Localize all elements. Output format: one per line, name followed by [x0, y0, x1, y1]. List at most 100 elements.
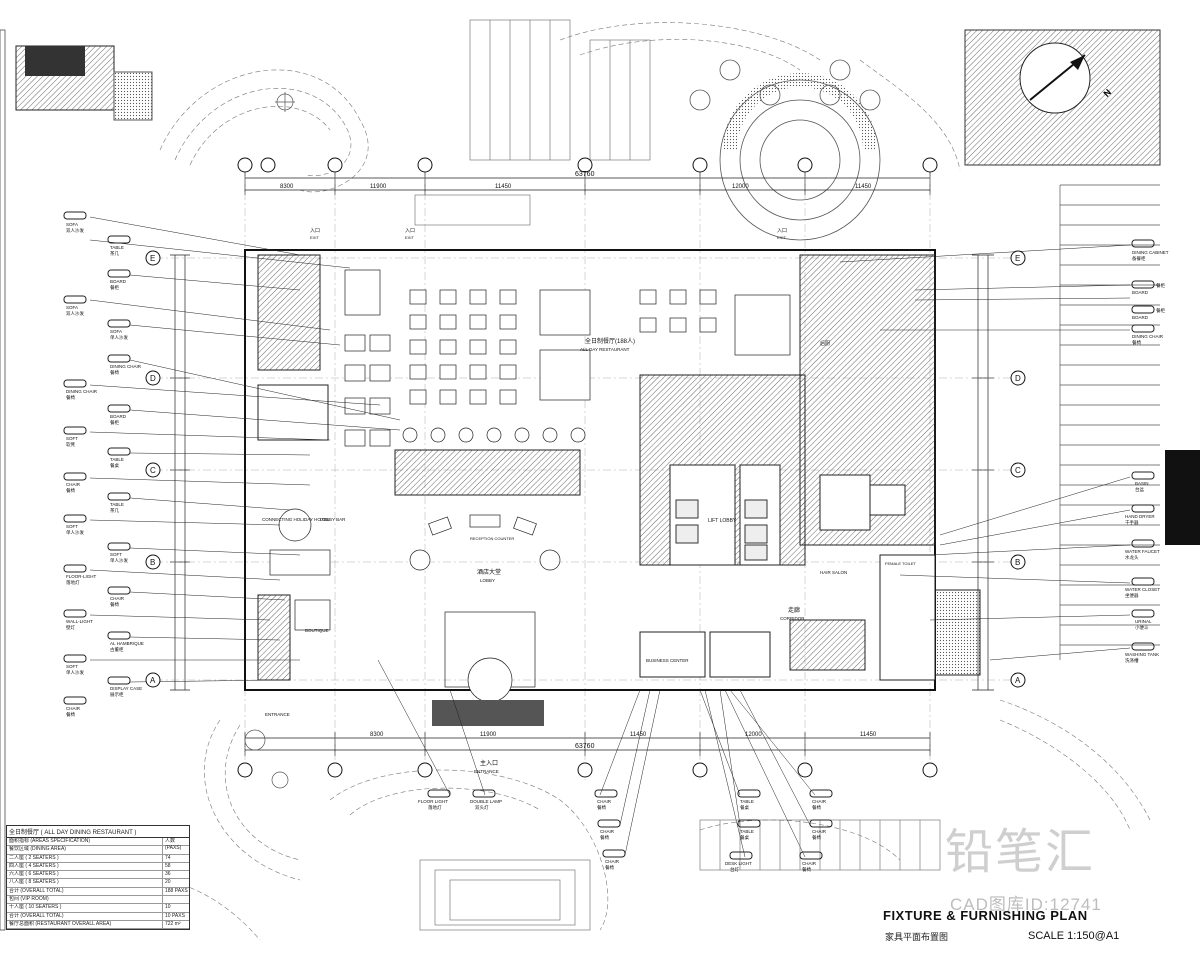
- svg-text:台盆: 台盆: [1135, 486, 1144, 493]
- table-row: 合计 (OVERALL TOTAL)188 PAXS: [7, 887, 189, 897]
- dining-tables: [344, 269, 791, 447]
- svg-text:SOFA: SOFA: [66, 222, 78, 227]
- dim-bottom-3: 11450: [630, 732, 647, 738]
- svg-text:水龙头: 水龙头: [1125, 554, 1139, 561]
- room-corridor: 走廊: [788, 606, 800, 614]
- svg-text:CHAIR: CHAIR: [110, 596, 125, 601]
- room-lift-lobby: LIFT LOBBY: [708, 518, 737, 524]
- table-row: 餐饮区域 (DINING AREA): [7, 846, 189, 855]
- svg-text:TABLE: TABLE: [110, 245, 124, 250]
- svg-text:DOUBLE LAMP: DOUBLE LAMP: [470, 799, 502, 804]
- left-leaders: [89, 216, 401, 683]
- svg-text:BOARD: BOARD: [110, 279, 127, 284]
- svg-text:餐桌: 餐桌: [110, 462, 119, 469]
- dim-top-4: 12000: [732, 184, 749, 190]
- svg-text:展示柜: 展示柜: [110, 691, 124, 698]
- svg-text:FLOOR-LIGHT: FLOOR-LIGHT: [66, 574, 97, 579]
- left-border-line: [0, 29, 6, 931]
- axis-D-left: D: [150, 374, 156, 383]
- table-row: 餐厅总面积 (RESTAURANT OVERALL AREA)722 m²: [7, 920, 189, 930]
- dim-bottom-2: 11900: [480, 732, 497, 738]
- svg-text:餐椅: 餐椅: [66, 711, 75, 718]
- dim-bottom-5: 11450: [860, 732, 877, 738]
- table-row: 四人座 ( 4 SEATERS )58: [7, 862, 189, 872]
- watermark-id: CAD图库ID:12741: [950, 895, 1102, 914]
- axis-A-left: A: [150, 676, 156, 685]
- axis-bubbles-right: [1010, 250, 1026, 688]
- axis-C-right: C: [1015, 466, 1021, 475]
- table-header: 全日制餐厅 ( ALL DAY DINING RESTAURANT ): [7, 826, 189, 838]
- svg-text:SOFT: SOFT: [66, 436, 78, 441]
- room-business: BUSINESS CENTER: [646, 658, 689, 663]
- svg-text:BOARD: BOARD: [110, 414, 127, 419]
- svg-text:餐桌: 餐桌: [740, 834, 749, 841]
- svg-text:双人沙发: 双人沙发: [66, 227, 84, 234]
- room-all-day-en: ALL DAY RESTAURANT: [580, 347, 630, 352]
- svg-text:餐椅: 餐椅: [812, 804, 821, 811]
- logo-box: [1165, 450, 1200, 545]
- svg-text:茶几: 茶几: [110, 507, 119, 514]
- svg-text:餐椅: 餐椅: [597, 804, 606, 811]
- svg-text:单人沙发: 单人沙发: [66, 669, 84, 676]
- axis-A-right: A: [1015, 676, 1021, 685]
- svg-text:双人沙发: 双人沙发: [66, 310, 84, 317]
- svg-text:双头灯: 双头灯: [475, 804, 489, 811]
- svg-text:单人沙发: 单人沙发: [110, 557, 128, 564]
- left-service-zone: [257, 254, 321, 371]
- svg-text:餐椅: 餐椅: [66, 394, 75, 401]
- buffet-counter: [394, 449, 581, 496]
- plaza-circle: [689, 59, 881, 241]
- svg-text:WASHING TANK: WASHING TANK: [1125, 652, 1159, 657]
- exit-label-3: 入口: [777, 228, 787, 234]
- table-row: 合计 (OVERALL TOTAL)10 PAXS: [7, 912, 189, 921]
- room-back-kitchen: 后厨: [820, 340, 830, 347]
- room-lobby-en: LOBBY: [480, 578, 495, 583]
- svg-text:餐桌: 餐桌: [740, 804, 749, 811]
- drawing-title: FIXTURE & FURNISHING PLAN: [883, 908, 1088, 923]
- svg-text:SOFA: SOFA: [66, 305, 78, 310]
- svg-text:DESK LIGHT: DESK LIGHT: [725, 861, 752, 866]
- svg-text:餐椅: 餐椅: [66, 487, 75, 494]
- svg-text:洗涤槽: 洗涤槽: [1125, 657, 1139, 664]
- exit-label-2: 入口: [405, 228, 415, 234]
- room-reception: RECEPTION COUNTER: [470, 536, 514, 541]
- room-holiday: CONNECTING HOLIDAY HOTEL: [262, 517, 330, 522]
- svg-text:FLOOR LIGHT: FLOOR LIGHT: [418, 799, 448, 804]
- svg-text:壁灯: 壁灯: [66, 624, 75, 631]
- axis-B-left: B: [150, 558, 155, 567]
- axis-C-left: C: [150, 466, 156, 475]
- right-leaders: [839, 244, 1131, 661]
- table-row: 包间 (VIP ROOM): [7, 896, 189, 905]
- toilet-block: [879, 554, 936, 681]
- dim-bottom-1: 8300: [370, 732, 384, 738]
- svg-text:餐椅: 餐椅: [812, 834, 821, 841]
- dim-top-3: 11450: [495, 184, 512, 190]
- table-row: 二人座 ( 2 SEATERS )74: [7, 854, 189, 863]
- svg-text:餐椅: 餐椅: [605, 864, 614, 871]
- svg-text:DINING CHAIR: DINING CHAIR: [1132, 334, 1164, 339]
- table-row: 六人座 ( 6 SEATERS )36: [7, 871, 189, 880]
- exit-label-1: 入口: [310, 228, 320, 234]
- drawing-scale: SCALE 1:150@A1: [1028, 930, 1120, 942]
- main-entrance-label: 主入口: [480, 759, 498, 767]
- side-entrance-label: ENTRANCE: [265, 712, 290, 717]
- svg-text:TABLE: TABLE: [740, 799, 754, 804]
